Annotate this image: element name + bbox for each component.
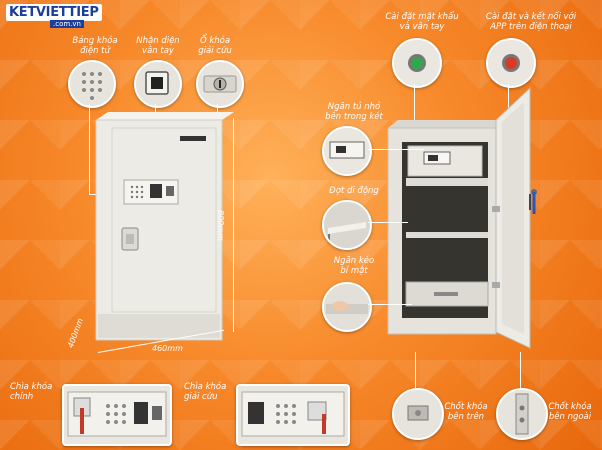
connector-line — [368, 222, 408, 223]
height-dimension: 800mm — [216, 210, 225, 241]
setup-button-circle — [392, 38, 442, 88]
main-key-panel-icon — [67, 391, 167, 437]
outer-bolt-circle — [496, 388, 548, 440]
backup-key-panel-icon — [241, 391, 345, 437]
keypad-detail-circle — [68, 60, 116, 108]
green-button-icon — [394, 40, 440, 86]
label-setup-code: Cài đặt mật khẩu và vân tay — [385, 12, 459, 32]
label-main-key: Chìa khóa chính — [10, 382, 53, 402]
logo-text: KETVIETTIEP — [6, 4, 102, 21]
label-app-connect: Cài đặt và kết nối với APP trên điện tho… — [485, 12, 577, 32]
connector-line — [414, 84, 415, 124]
label-top-bolt: Chốt khóa bên trên — [444, 402, 488, 422]
fingerprint-sensor-icon — [136, 62, 180, 106]
connector-line — [368, 304, 412, 305]
depth-dimension: 400mm — [66, 317, 86, 350]
brand-logo: KETVIETTIEP .com.vn — [6, 4, 106, 30]
shelf-circle — [322, 200, 372, 250]
safe-closed-illustration — [95, 112, 234, 341]
logo-domain: .com.vn — [50, 20, 84, 28]
bolt-icon — [394, 390, 442, 438]
label-backup-key: Chìa khóa giải cứu — [184, 382, 227, 402]
label-shelf: Đợt di động — [329, 186, 379, 196]
top-bolt-circle — [392, 388, 444, 440]
safe-open-illustration — [387, 86, 537, 349]
side-bolt-icon — [498, 390, 546, 438]
connector-line — [368, 149, 424, 150]
drawer-lock-icon — [324, 128, 370, 174]
connector-line — [415, 352, 416, 388]
main-key-card — [62, 384, 172, 446]
hand-drawer-icon — [324, 284, 370, 330]
shelf-icon — [324, 202, 370, 248]
height-dimension-line — [233, 118, 234, 332]
label-small-drawer: Ngăn tủ nhỏ bên trong két — [325, 102, 383, 122]
label-keypad: Bảng khóa điện tử — [72, 36, 118, 56]
width-dimension: 460mm — [152, 344, 183, 353]
fingerprint-detail-circle — [134, 60, 182, 108]
keypad-icon — [70, 62, 114, 106]
connector-line — [520, 352, 521, 388]
small-drawer-circle — [322, 126, 372, 176]
connector-line — [89, 104, 90, 194]
label-backup-lock: Ổ khóa giải cứu — [198, 36, 232, 56]
connector-line — [508, 84, 509, 114]
keyhole-icon — [198, 62, 242, 106]
backup-lock-detail-circle — [196, 60, 244, 108]
app-button-circle — [486, 38, 536, 88]
secret-drawer-circle — [322, 282, 372, 332]
label-fingerprint: Nhận diện vân tay — [136, 36, 180, 56]
label-outer-bolt: Chốt khóa bên ngoài — [548, 402, 592, 422]
backup-key-card — [236, 384, 350, 446]
red-button-icon — [488, 40, 534, 86]
label-secret-drawer: Ngăn kéo bí mật — [333, 256, 375, 276]
